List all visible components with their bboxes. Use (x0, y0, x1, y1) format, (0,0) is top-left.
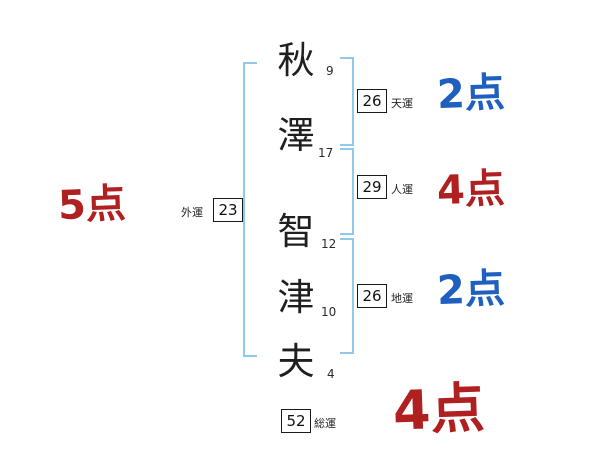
total-luck-value: 52 (286, 412, 306, 430)
stroke-count-4: 10 (321, 305, 337, 319)
earth-luck-bracket (340, 238, 354, 354)
person-luck-bracket (340, 148, 354, 235)
stroke-count-3: 12 (321, 237, 337, 251)
name-char-2: 澤 (277, 114, 315, 157)
outer-luck-value: 23 (218, 201, 238, 219)
name-char-5: 夫 (277, 340, 315, 383)
stroke-count-2: 17 (318, 146, 334, 160)
outer-luck-label: 外運 (181, 206, 203, 219)
person-luck-label: 人運 (391, 183, 413, 196)
earth-luck-value-box: 26 (357, 284, 387, 308)
heaven-luck-value: 26 (362, 92, 382, 110)
person-luck-value: 29 (362, 178, 382, 196)
total-luck-score: 4点 (391, 376, 486, 443)
heaven-luck-label: 天運 (391, 97, 413, 110)
earth-luck-score: 2点 (436, 265, 506, 315)
person-luck-value-box: 29 (357, 175, 387, 199)
total-luck-value-box: 52 (281, 409, 311, 433)
outer-luck-value-box: 23 (213, 198, 243, 222)
heaven-luck-score: 2点 (436, 69, 506, 119)
earth-luck-label: 地運 (391, 292, 413, 305)
heaven-luck-value-box: 26 (357, 89, 387, 113)
name-char-4: 津 (277, 276, 315, 319)
total-luck-label: 総運 (314, 417, 336, 430)
stroke-count-1: 9 (326, 64, 334, 78)
outer-luck-score: 5点 (57, 180, 127, 230)
outer-luck-bracket (243, 62, 257, 357)
earth-luck-value: 26 (362, 287, 382, 305)
person-luck-score: 4点 (436, 165, 506, 215)
name-char-1: 秋 (277, 39, 315, 82)
stroke-count-5: 4 (327, 367, 335, 381)
heaven-luck-bracket (340, 57, 354, 146)
name-char-3: 智 (277, 210, 315, 253)
